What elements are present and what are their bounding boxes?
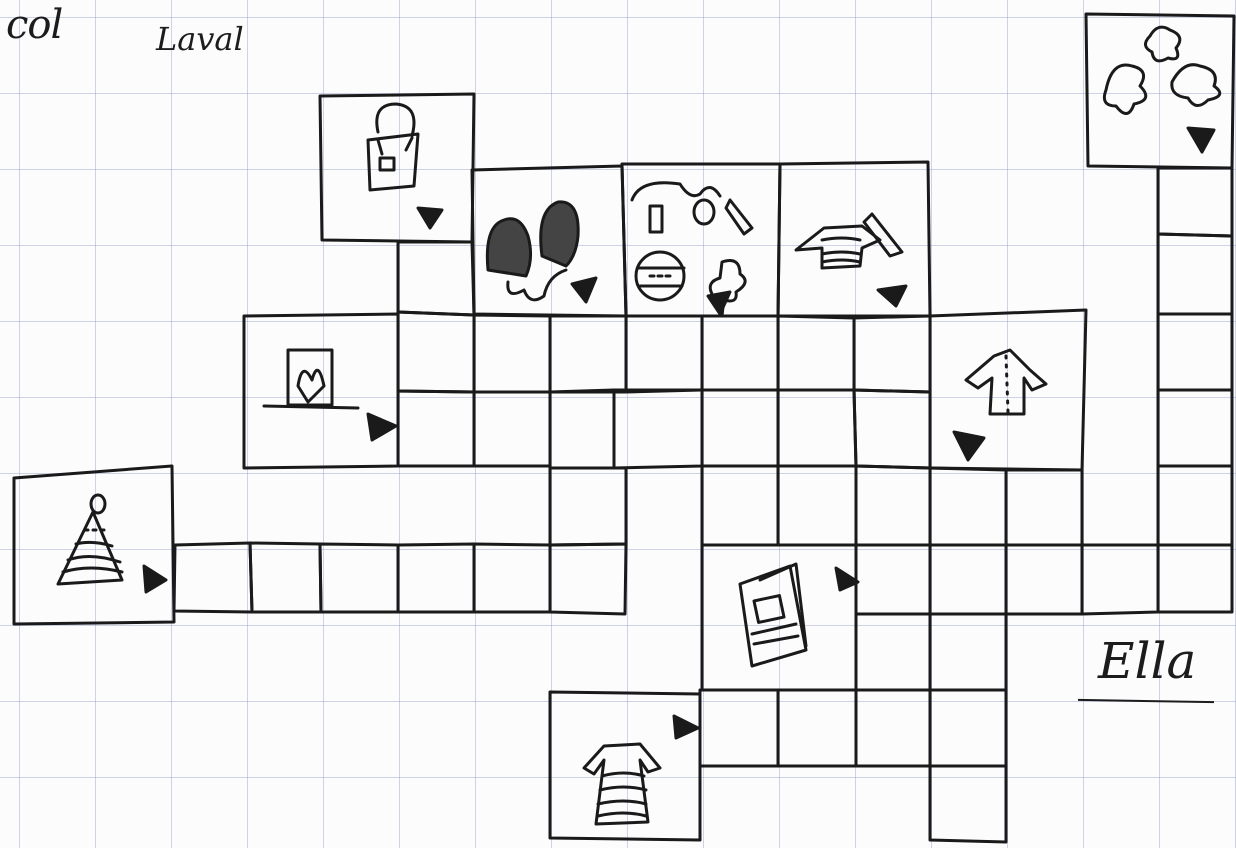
path-square: [398, 544, 474, 612]
path-square: [930, 766, 1006, 842]
path-square: [250, 543, 321, 612]
path-square: [702, 390, 778, 466]
path-square: [1006, 545, 1082, 614]
path-square: [778, 316, 854, 390]
path-square: [856, 545, 930, 614]
path-square: [1158, 545, 1232, 612]
path-square: [856, 466, 930, 545]
pointer-right-icon: [144, 566, 166, 592]
signature: Ella: [1098, 632, 1196, 690]
book-icon: [740, 564, 806, 666]
picture-squares: [14, 14, 1234, 840]
path-square: [702, 466, 778, 545]
path-square: [778, 390, 856, 466]
path-square: [930, 690, 1006, 766]
sweater-scarf-icon: [796, 214, 902, 268]
path-square: [856, 614, 930, 690]
pointer-right-icon: [368, 414, 396, 440]
hat-icon: [58, 495, 122, 584]
pointer-down-icon: [708, 292, 730, 314]
path-square: [614, 390, 702, 468]
pointer-down-icon: [954, 432, 984, 460]
path-square: [550, 544, 626, 614]
earmuffs-hat-leaf-icon: [632, 183, 752, 316]
path-square: [474, 544, 550, 612]
path-square: [1006, 470, 1082, 545]
dress-icon: [584, 744, 660, 824]
dress-square: [550, 692, 700, 840]
path-square: [398, 312, 474, 392]
path-square: [1158, 234, 1232, 314]
path-square: [174, 543, 252, 612]
coat-square: [930, 310, 1086, 470]
pointer-down-icon: [418, 208, 442, 228]
mittens-icon: [487, 202, 578, 300]
path-square: [626, 316, 702, 392]
path-square: [700, 690, 778, 766]
path-square: [474, 315, 550, 392]
handwritten-title-word: Laval: [156, 20, 244, 58]
path-square: [550, 468, 626, 545]
bag-square: [320, 94, 474, 242]
handwritten-title: col: [6, 2, 62, 48]
path-square: [854, 316, 930, 392]
path-square: [1082, 545, 1158, 614]
path-square: [778, 690, 856, 766]
path-square: [320, 544, 398, 612]
picture-frame-icon: [264, 350, 358, 408]
pointer-down-icon: [572, 278, 596, 302]
path-square: [1158, 168, 1232, 236]
path-square: [854, 390, 930, 468]
path-square: [398, 391, 474, 466]
path-square: [1158, 466, 1232, 545]
path-squares: [174, 168, 1232, 842]
path-square: [398, 242, 474, 315]
pointer-down-icon: [878, 286, 906, 306]
bag-icon: [368, 104, 418, 190]
path-square: [930, 614, 1006, 690]
coat-icon: [966, 350, 1046, 414]
pointer-down-icon: [1188, 128, 1214, 152]
snowflakes-icon: [1104, 27, 1219, 113]
hat-square: [14, 466, 174, 624]
path-square: [856, 690, 930, 766]
path-square: [474, 392, 550, 466]
snowflakes-square: [1086, 14, 1234, 168]
path-square: [930, 468, 1006, 545]
path-square: [1158, 390, 1232, 466]
pointer-right-icon: [674, 716, 698, 738]
path-square: [550, 390, 614, 468]
path-square: [550, 316, 626, 392]
path-square: [778, 466, 856, 545]
path-square: [1158, 314, 1232, 390]
path-square: [702, 316, 778, 390]
path-square: [930, 545, 1006, 614]
